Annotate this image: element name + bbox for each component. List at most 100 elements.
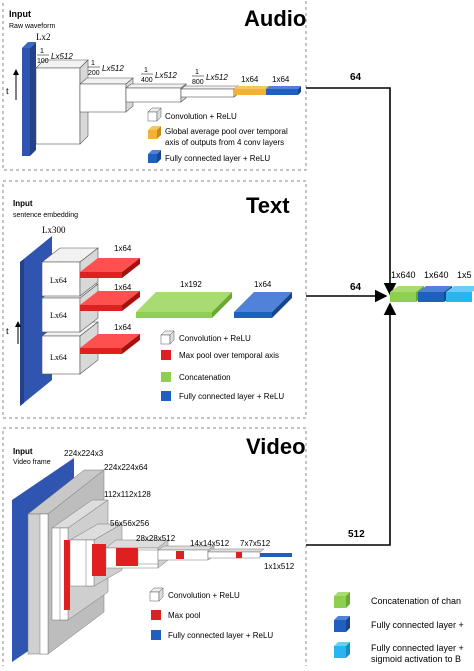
video-to-fusion-line (306, 302, 397, 546)
audio-dim-4: Lx512 (206, 73, 228, 82)
audio-legend: Convolution + ReLU Global average pool o… (147, 107, 288, 163)
text-time-label: t (6, 326, 9, 337)
audio-layer-label-2: 1 200 Lx512 (88, 60, 124, 77)
video-title: Video (246, 434, 306, 459)
text-conv-3-dim: Lx64 (50, 353, 67, 362)
video-dim-input: 224x224x3 (64, 449, 104, 458)
audio-legend-gap-text: Global average pool over temporal (165, 127, 288, 136)
video-input-label: Input (13, 447, 33, 456)
video-conv-3 (69, 523, 123, 587)
audio-frac-num-3: 1 (144, 67, 148, 74)
audio-panel: Audio Input Raw waveform Lx2 t (2, 0, 307, 171)
text-legend-concat: Concatenation (161, 372, 231, 382)
fusion-stack: 1x640 1x640 1x5 (390, 270, 474, 302)
text-title: Text (246, 193, 290, 218)
right-legend-concat: Concatenation of chan (334, 592, 461, 608)
text-legend-conv-text: Convolution + ReLU (179, 334, 251, 343)
video-conv-6 (207, 548, 265, 559)
audio-conv-4 (180, 85, 239, 98)
video-legend-pool-text: Max pool (168, 611, 201, 620)
audio-layer-label-1: 1 100 Lx512 (37, 48, 73, 65)
audio-fc-block (266, 86, 301, 95)
right-legend-sigmoid-text: Fully connected layer + (371, 643, 464, 653)
audio-layer-label-3: 1 400 Lx512 (141, 67, 177, 84)
text-pool-2-dim: 1x64 (114, 283, 132, 292)
text-input-sub: sentence embedding (13, 212, 78, 219)
video-legend-fc-text: Fully connected layer + ReLU (168, 631, 273, 640)
right-legend-fc-text: Fully connected layer + (371, 620, 464, 630)
video-dims: 224x224x3 224x224x64 112x112x128 56x56x2… (64, 449, 295, 571)
video-dim-conv1: 224x224x64 (104, 463, 148, 472)
audio-layer-label-4: 1 800 Lx512 (192, 69, 228, 86)
text-conv-2-dim: Lx64 (50, 311, 67, 320)
audio-to-fusion-line (306, 87, 397, 296)
video-legend-conv-text: Convolution + ReLU (168, 591, 240, 600)
video-legend-conv: Convolution + ReLU (149, 587, 240, 602)
audio-title: Audio (244, 6, 306, 31)
video-dim-conv5: 14x14x512 (190, 539, 230, 548)
audio-legend-fc: Fully connected layer + ReLU (148, 150, 270, 163)
text-conv-1: Lx64 (41, 247, 99, 297)
audio-fc-dim: 1x64 (272, 75, 290, 84)
audio-legend-gap-text2: axis of outputs from 4 conv layers (165, 138, 284, 147)
audio-frac-den-2: 200 (88, 70, 100, 77)
audio-input-block (22, 48, 30, 156)
right-legend-sigmoid-text2: sigmoid activation to B (371, 654, 461, 664)
video-dim-fc: 1x1x512 (264, 562, 295, 571)
video-legend-pool: Max pool (151, 610, 201, 620)
audio-input-top (22, 42, 36, 48)
text-concat-dim: 1x192 (180, 280, 202, 289)
text-legend-pool: Max pool over temporal axis (161, 350, 279, 360)
audio-input-dim: Lx2 (36, 32, 51, 42)
text-fc-dim: 1x64 (254, 280, 272, 289)
audio-dim-1: Lx512 (51, 52, 73, 61)
audio-legend-fc-text: Fully connected layer + ReLU (165, 154, 270, 163)
audio-dim-3: Lx512 (155, 71, 177, 80)
text-legend-conv: Convolution + ReLU (160, 330, 251, 345)
audio-dim-2: Lx512 (102, 64, 124, 73)
audio-gap-dim: 1x64 (241, 75, 259, 84)
audio-input-sub: Raw waveform (9, 23, 55, 30)
video-panel: Video Input Video frame (2, 427, 307, 669)
audio-frac-den-4: 800 (192, 79, 204, 86)
right-legend-concat-text: Concatenation of chan (371, 596, 461, 606)
text-input-label: Input (13, 199, 33, 208)
video-input-sub: Video frame (13, 459, 51, 466)
audio-frac-num-1: 1 (40, 48, 44, 55)
audio-frac-den-1: 100 (37, 58, 49, 65)
audio-input-side (30, 42, 36, 156)
text-legend-fc: Fully connected layer + ReLU (161, 391, 284, 401)
text-legend: Convolution + ReLU Max pool over tempora… (160, 330, 284, 401)
video-conv-5 (157, 545, 215, 561)
audio-gap-block (234, 86, 269, 95)
audio-conv-2 (79, 77, 134, 113)
right-legend-fc: Fully connected layer + (334, 616, 464, 632)
fusion-sigmoid-block: 1x5 (446, 270, 474, 302)
audio-legend-gap: Global average pool over temporal axis o… (148, 126, 288, 147)
text-input-edge (20, 259, 24, 406)
audio-legend-conv-text: Convolution + ReLU (165, 112, 237, 121)
text-legend-fc-text: Fully connected layer + ReLU (179, 392, 284, 401)
text-legend-pool-text: Max pool over temporal axis (179, 351, 279, 360)
text-pool-3-dim: 1x64 (114, 323, 132, 332)
audio-out-dim: 64 (350, 72, 362, 83)
video-legend-fc: Fully connected layer + ReLU (151, 630, 273, 640)
audio-frac-num-2: 1 (91, 60, 95, 67)
video-dim-conv2: 112x112x128 (104, 490, 151, 499)
audio-frac-num-4: 1 (195, 69, 199, 76)
text-out-dim: 64 (350, 282, 362, 293)
video-legend: Convolution + ReLU Max pool Fully connec… (149, 587, 273, 640)
fusion-connectors: 64 64 512 (306, 72, 397, 546)
audio-input-label: Input (9, 9, 31, 19)
fusion-concat-dim: 1x640 (391, 270, 416, 280)
video-out-dim: 512 (348, 529, 365, 540)
text-panel: Text Input sentence embedding Lx300 t Lx… (2, 180, 307, 419)
video-dim-conv4: 28x28x512 (136, 534, 176, 543)
audio-time-label: t (6, 86, 9, 97)
fusion-sigmoid-dim: 1x5 (457, 270, 472, 280)
video-dim-conv6: 7x7x512 (240, 539, 271, 548)
text-pool-3: 1x64 (80, 323, 140, 354)
text-panel-border (2, 180, 307, 419)
text-legend-concat-text: Concatenation (179, 373, 231, 382)
